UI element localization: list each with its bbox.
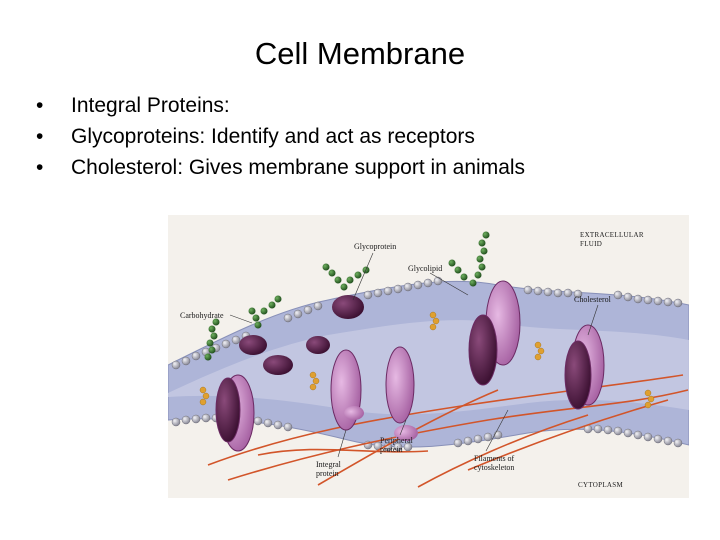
label-filaments-2: cytoskeleton: [474, 463, 514, 472]
label-cytoplasm: CYTOPLASM: [578, 481, 623, 489]
membrane-diagram-svg: EXTRACELLULAR FLUID Glycoprotein Glycoli…: [168, 215, 689, 498]
label-integral-2: protein: [316, 469, 339, 478]
label-glycoprotein: Glycoprotein: [354, 242, 396, 251]
label-cholesterol: Cholesterol: [574, 295, 612, 304]
bullet-text: Glycoproteins: Identify and act as recep…: [71, 125, 475, 148]
label-integral-1: Integral: [316, 460, 342, 469]
label-extracellular-2: FLUID: [580, 240, 602, 248]
label-filaments-1: Filaments of: [474, 454, 515, 463]
label-glycolipid: Glycolipid: [408, 264, 442, 273]
bullet-text: Cholesterol: Gives membrane support in a…: [71, 156, 525, 179]
bullet-item: • Cholesterol: Gives membrane support in…: [36, 152, 696, 183]
label-peripheral-2: protein: [380, 445, 403, 454]
bullet-list: • Integral Proteins: • Glycoproteins: Id…: [36, 90, 696, 183]
bullet-symbol: •: [36, 90, 43, 121]
label-peripheral-1: Peripheral: [380, 436, 414, 445]
label-extracellular-1: EXTRACELLULAR: [580, 231, 644, 239]
slide-title: Cell Membrane: [0, 36, 720, 72]
bullet-item: • Integral Proteins:: [36, 90, 696, 121]
label-carbohydrate: Carbohydrate: [180, 311, 224, 320]
bullet-symbol: •: [36, 121, 43, 152]
bullet-symbol: •: [36, 152, 43, 183]
bullet-item: • Glycoproteins: Identify and act as rec…: [36, 121, 696, 152]
membrane-illustration: EXTRACELLULAR FLUID Glycoprotein Glycoli…: [168, 215, 689, 498]
bullet-text: Integral Proteins:: [71, 94, 230, 117]
